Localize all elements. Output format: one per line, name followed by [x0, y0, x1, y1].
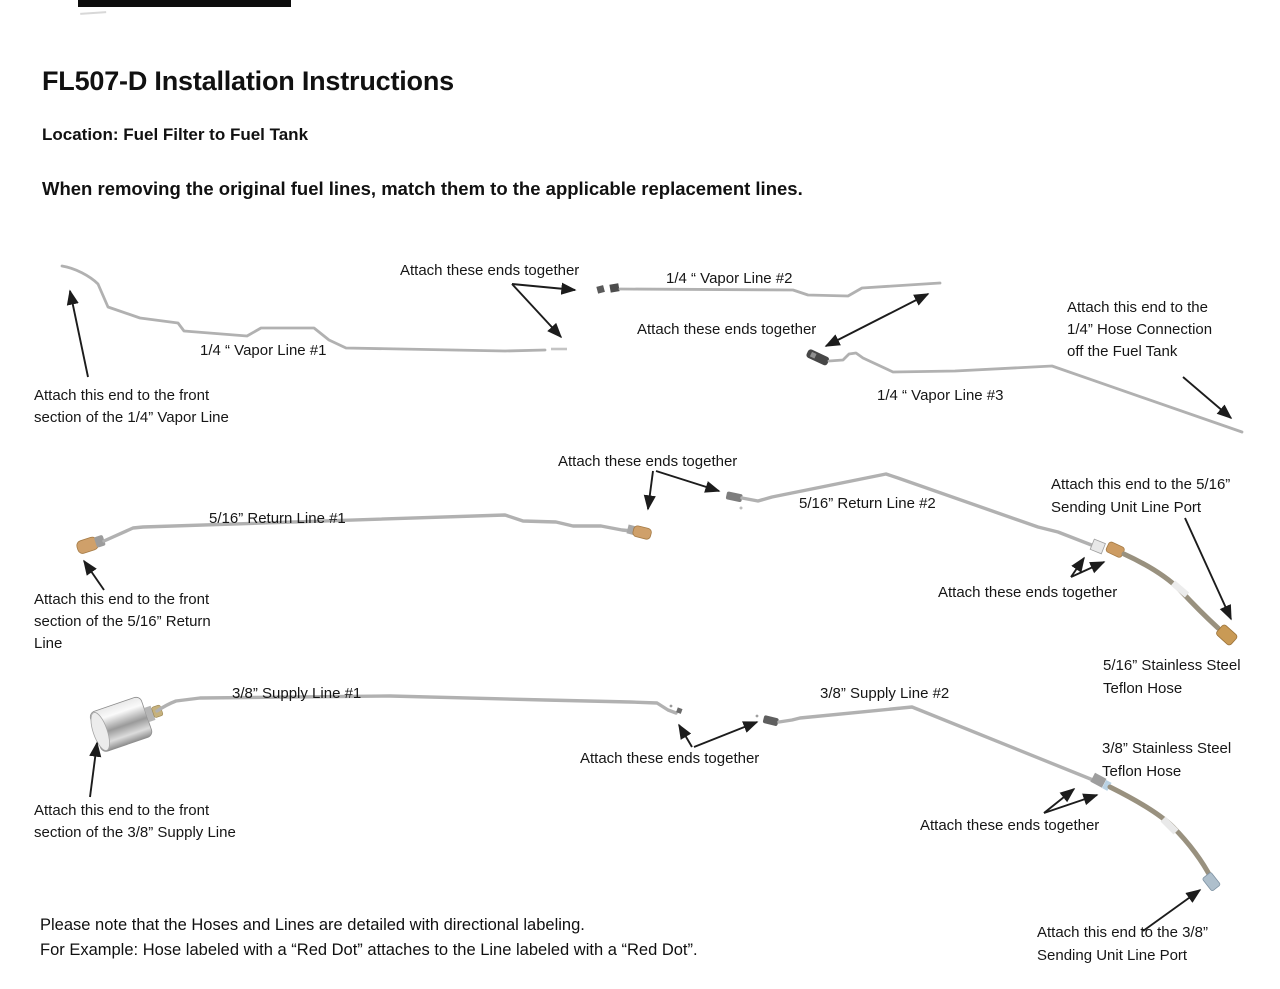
arrow-vapor-ends2-double: [824, 293, 930, 347]
vapor-line-3-path: [827, 351, 1244, 434]
return-hose-end-fitting: [1216, 624, 1238, 646]
return-hose-white-band: [1170, 580, 1190, 598]
supply-line-1-path: [155, 694, 678, 715]
supply-teflon-hose-path: [1107, 784, 1214, 881]
return-line-1-right-fitting: [626, 524, 652, 540]
fuel-filter: [89, 696, 164, 752]
supply-line-2-path: [777, 705, 1095, 782]
arrow-return-ends1-down: [643, 470, 656, 511]
return-teflon-hose-path: [1121, 551, 1221, 631]
footer-note-line-1: Please note that the Hoses and Lines are…: [40, 916, 585, 934]
arrow-return-sending: [1184, 517, 1232, 621]
arrow-return-ends2-b: [1070, 561, 1106, 578]
arrow-vapor-tank: [1182, 376, 1233, 419]
instruction-line: When removing the original fuel lines, m…: [42, 178, 803, 199]
label-return-attach-sending: Attach this end to the 5/16” Sending Uni…: [1051, 476, 1231, 516]
supply-line-2-start-fitting: [762, 715, 779, 726]
label-vapor-attach-ends-1: Attach these ends together: [400, 262, 580, 279]
label-return-attach-ends-2: Attach these ends together: [938, 584, 1118, 601]
label-vapor-line-2: 1/4 “ Vapor Line #2: [666, 270, 793, 287]
return-line-1-path: [102, 513, 634, 543]
vapor-line-1-path: [60, 264, 547, 353]
label-supply-line-2: 3/8” Supply Line #2: [820, 685, 950, 702]
arrow-vapor-ends1-right: [511, 282, 577, 295]
arrow-return-front: [83, 559, 105, 591]
arrow-supply-ends2-a: [1043, 788, 1076, 814]
redacted-logo-bar: [78, 0, 291, 7]
arrow-supply-front: [89, 741, 102, 798]
label-return-line-1: 5/16” Return Line #1: [209, 510, 346, 527]
arrow-return-ends1-right: [655, 470, 721, 493]
supply-line-2-start-dot: [755, 714, 759, 718]
return-hose-junction-fitting: [1089, 538, 1106, 555]
label-supply-line-1: 3/8” Supply Line #1: [232, 685, 362, 702]
label-return-attach-ends-1: Attach these ends together: [558, 453, 738, 470]
label-supply-attach-ends-1: Attach these ends together: [580, 750, 760, 767]
arrow-supply-ends1-up: [678, 723, 693, 748]
supply-hose-white-band: [1160, 816, 1179, 835]
supply-hose-junction-fitting: [1090, 772, 1107, 788]
vapor-line-2-fitting-a: [596, 285, 605, 294]
label-supply-attach-ends-2: Attach these ends together: [920, 817, 1100, 834]
label-supply-attach-sending: Attach this end to the 3/8” Sending Unit…: [1037, 924, 1208, 964]
label-return-line-2: 5/16” Return Line #2: [799, 495, 936, 512]
arrow-supply-ends2-b: [1043, 793, 1099, 814]
location-line: Location: Fuel Filter to Fuel Tank: [42, 125, 309, 144]
return-line-2-path: [740, 472, 1096, 548]
supply-line-1-end-bit: [676, 707, 683, 714]
label-return-attach-front: Attach this end to the front section of …: [34, 591, 211, 652]
label-return-hose: 5/16” Stainless Steel Teflon Hose: [1103, 657, 1241, 697]
label-vapor-attach-front: Attach this end to the front section of …: [34, 387, 229, 426]
supply-hose-end-fitting: [1202, 872, 1221, 891]
vapor-line-3-fitting: [806, 349, 830, 366]
supply-line-1-end-dot: [669, 704, 673, 708]
arrow-supply-sending: [1142, 889, 1202, 932]
arrow-supply-ends1-right: [693, 721, 759, 748]
footer-note-line-2: For Example: Hose labeled with a “Red Do…: [40, 941, 698, 959]
page-title: FL507-D Installation Instructions: [42, 66, 454, 96]
label-supply-attach-front: Attach this end to the front section of …: [34, 802, 236, 841]
return-line-1-left-fitting: [76, 535, 106, 554]
vapor-line-2-fitting-b: [609, 283, 620, 293]
label-vapor-attach-tank: Attach this end to the 1/4” Hose Connect…: [1067, 299, 1213, 360]
arrow-return-ends2-a: [1070, 556, 1085, 578]
arrow-vapor-front: [66, 289, 89, 378]
return-line-2-dot: [739, 506, 743, 510]
supply-hose-blue-band: [1102, 780, 1112, 791]
label-vapor-attach-ends-2: Attach these ends together: [637, 321, 817, 338]
label-vapor-line-1: 1/4 “ Vapor Line #1: [200, 342, 327, 359]
return-line-2-start-fitting: [725, 491, 743, 503]
label-vapor-line-3: 1/4 “ Vapor Line #3: [877, 387, 1004, 404]
arrow-vapor-ends1-down: [511, 283, 563, 339]
label-supply-hose: 3/8” Stainless Steel Teflon Hose: [1102, 740, 1232, 780]
